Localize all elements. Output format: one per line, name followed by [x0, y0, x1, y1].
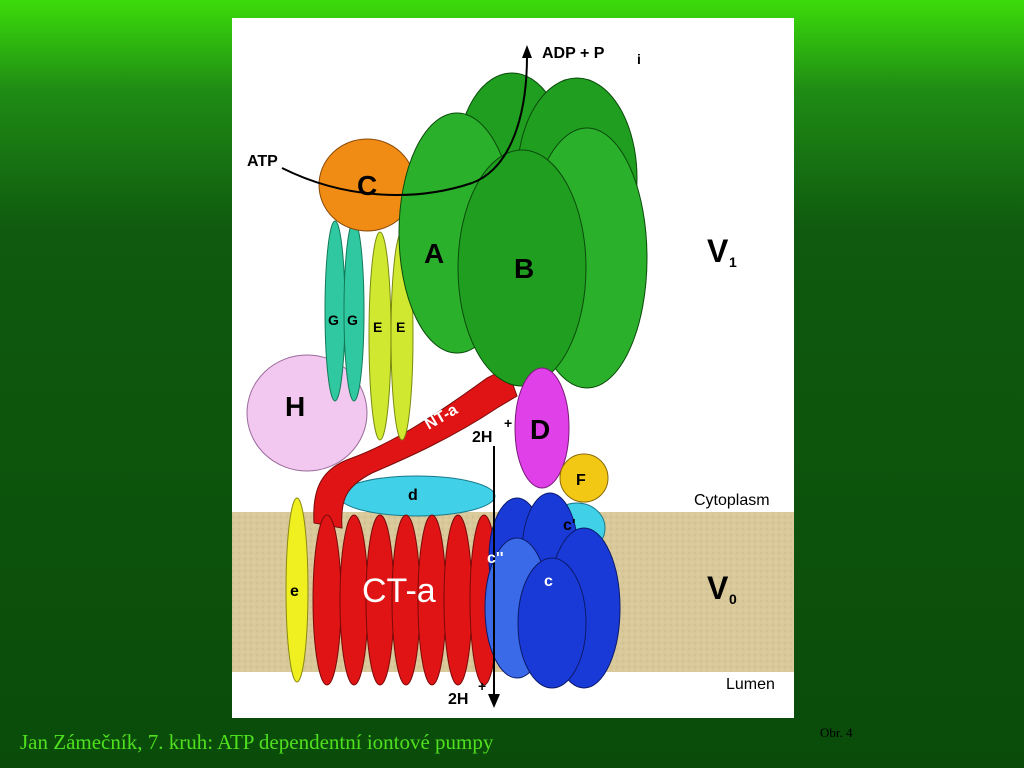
ab-hexamer-shape — [398, 72, 648, 389]
subunit-g2-label: G — [347, 312, 358, 328]
subunit-e-shape — [285, 497, 309, 683]
subunit-ct-a-label: CT-a — [362, 572, 436, 610]
atp-label: ATP — [247, 153, 278, 170]
subunit-g1-label: G — [328, 312, 339, 328]
subunit-d-upper-shape — [514, 367, 570, 489]
subunit-c-lower-label: c — [544, 573, 553, 590]
subunit-c-prime-label: c' — [563, 517, 576, 534]
atp-arrow-head — [522, 45, 532, 58]
subunit-b-label: B — [514, 253, 534, 284]
subunit-d-upper-label: D — [530, 414, 550, 445]
atp-reaction-arrow — [281, 55, 528, 196]
subunit-e2-label: E — [396, 319, 405, 335]
adp-label: ADP + P — [542, 45, 605, 62]
subunit-g1-shape — [324, 220, 346, 402]
subunit-d-lower-label: d — [408, 487, 418, 504]
subunit-c-double-prime-label: c'' — [487, 550, 504, 567]
subunit-e1-label: E — [373, 319, 382, 335]
subunit-e1-shape — [368, 231, 392, 441]
proton-bottom-plus: + — [478, 678, 486, 694]
v-atpase-diagram: ADP + P i ATP C A B G G E E H NT-a D F d… — [232, 18, 794, 718]
subunit-a-label: A — [424, 238, 444, 269]
proton-arrow-head — [488, 694, 500, 708]
subunit-h-label: H — [285, 391, 305, 422]
subunit-f-label: F — [576, 472, 586, 489]
subunit-g2-shape — [343, 220, 365, 402]
proton-bottom-label: 2H — [448, 691, 468, 708]
subunit-f-shape — [559, 453, 609, 503]
slide-footer: Jan Zámečník, 7. kruh: ATP dependentní i… — [20, 730, 494, 754]
subunit-ct-a-shape — [312, 514, 499, 686]
cytoplasm-label: Cytoplasm — [694, 492, 770, 509]
proton-top-plus: + — [504, 415, 512, 431]
v0-label: V — [707, 570, 729, 606]
lumen-label: Lumen — [726, 676, 775, 693]
figure-number: Obr. 4 — [820, 725, 853, 740]
v1-label: V — [707, 233, 729, 269]
v0-subscript: 0 — [729, 591, 737, 607]
c-ring-shape — [484, 492, 621, 689]
proton-top-label: 2H — [472, 429, 492, 446]
v1-subscript: 1 — [729, 254, 737, 270]
subunit-e-lower-label: e — [290, 583, 299, 600]
subunit-c-upper-label: C — [357, 170, 377, 201]
adp-subscript: i — [637, 51, 641, 67]
